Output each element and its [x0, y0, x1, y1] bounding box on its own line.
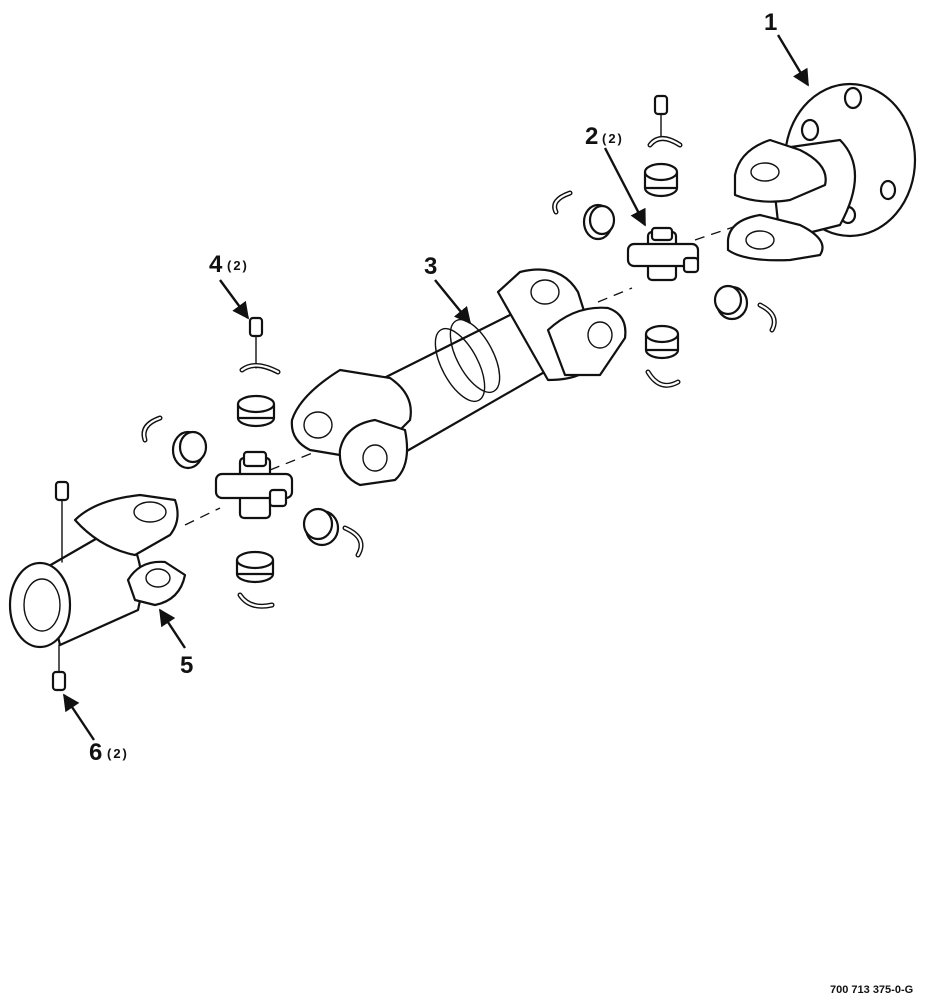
bearing-cup-top: [643, 162, 679, 198]
callout-number: 3: [424, 253, 437, 280]
bearing-cup-right-left: [302, 507, 340, 547]
callout-1: 1: [764, 9, 777, 36]
universal-joint-kit-part-4: [141, 316, 364, 609]
callout-number: 5: [180, 652, 193, 679]
cross-spider-left: [214, 450, 294, 520]
callout-number: 2: [585, 123, 598, 150]
bearing-cup-right: [713, 284, 749, 321]
callout-6: 6 (2): [89, 739, 129, 766]
bearing-cup-bottom-left: [235, 550, 275, 584]
bearing-cup-left: [582, 203, 616, 241]
grease-fittings-part-6: [51, 480, 70, 692]
callout-number: 4: [209, 251, 223, 278]
callout-quantity: (2): [107, 746, 129, 761]
callout-number: 6: [89, 739, 102, 766]
flange-yoke-part-1: [726, 82, 917, 262]
callout-quantity: (2): [602, 131, 624, 146]
universal-joint-kit-part-2: [552, 94, 777, 388]
callout-3: 3: [424, 253, 437, 280]
callout-quantity: (2): [227, 258, 249, 273]
callout-4: 4 (2): [209, 251, 249, 278]
bearing-cup-bottom: [644, 324, 680, 360]
leader-arrows: [63, 34, 810, 741]
grease-fitting-left: [248, 316, 264, 369]
tube-yoke-part-3: [290, 268, 627, 487]
callout-number: 1: [764, 9, 777, 36]
grease-fitting-right: [653, 94, 669, 141]
bearing-cup-top-left: [236, 394, 276, 428]
bearing-cup-left-left: [171, 430, 208, 470]
cross-spider-right: [626, 226, 700, 282]
figure-reference-number: 700 713 375-0-G: [830, 984, 913, 996]
callout-2: 2 (2): [585, 123, 624, 150]
slip-yoke-part-5: [8, 493, 187, 649]
callout-5: 5: [180, 652, 193, 679]
